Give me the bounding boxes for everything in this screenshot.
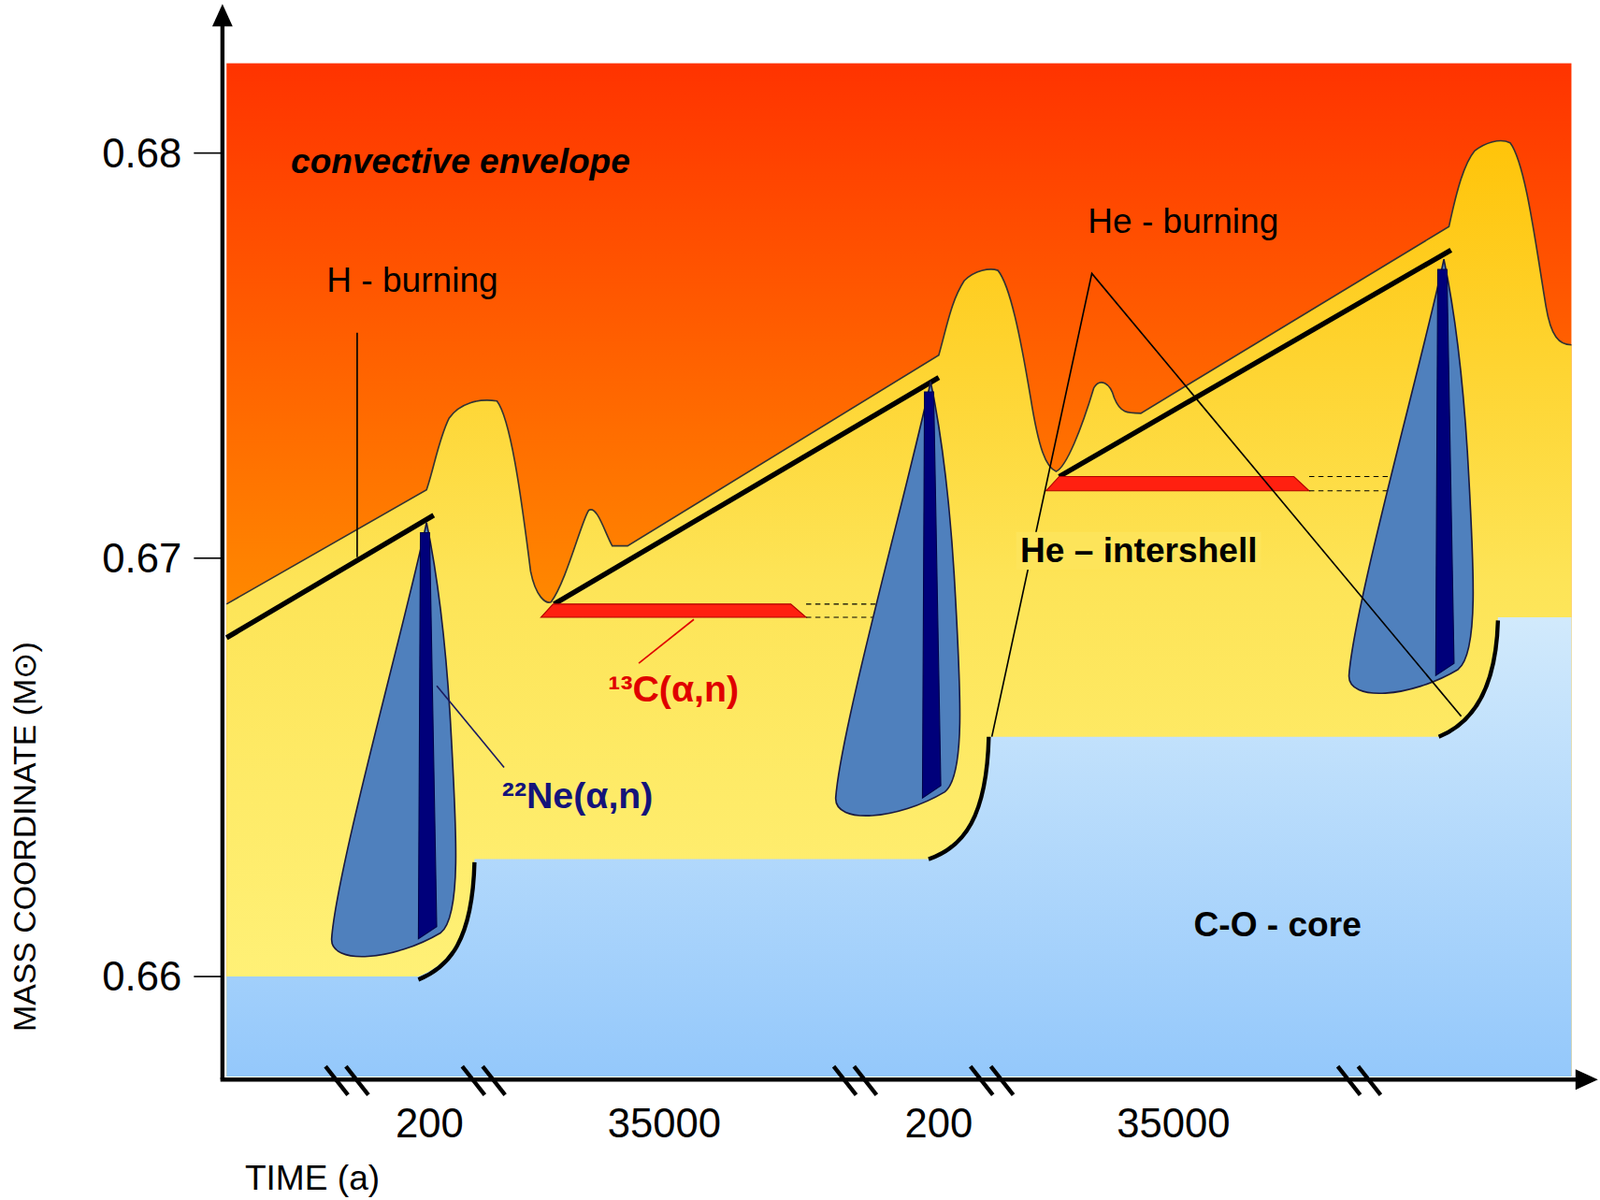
region-label: C-O - core <box>1194 905 1362 944</box>
shell-label: H - burning <box>326 261 499 301</box>
pulse-zone <box>331 259 1474 957</box>
arrowhead <box>212 3 233 27</box>
axis-title: MASS COORDINATE (M⊙) <box>8 641 44 1032</box>
axis-title: TIME (a) <box>245 1159 380 1198</box>
leader-line <box>356 332 359 558</box>
c13-pocket <box>540 475 1400 664</box>
he-intershell <box>226 141 1572 1077</box>
h-burning-shell <box>226 249 1451 638</box>
time-interval: 200 <box>395 1100 464 1146</box>
axis-tick-label: 0.67 <box>101 535 182 581</box>
region-label: convective envelope <box>290 142 631 181</box>
leader-line <box>436 685 505 767</box>
time-interval: 35000 <box>607 1100 721 1146</box>
reaction-label: ²²Ne(α,n) <box>502 775 654 816</box>
axis-tick-label: 0.68 <box>101 130 182 176</box>
region-label: He – intershell <box>1016 532 1262 571</box>
time-interval: 35000 <box>1116 1100 1230 1146</box>
shell-label: He - burning <box>1087 201 1279 241</box>
he-burning-shell <box>992 273 1462 736</box>
convective-envelope <box>226 63 1572 1077</box>
axes <box>193 18 1582 1081</box>
axis-break <box>325 1066 1381 1096</box>
reaction-label: ¹³C(α,n) <box>607 668 739 709</box>
axis-tick-label: 0.66 <box>101 953 182 999</box>
time-interval: 200 <box>904 1100 973 1146</box>
arrowhead <box>1575 1068 1599 1090</box>
